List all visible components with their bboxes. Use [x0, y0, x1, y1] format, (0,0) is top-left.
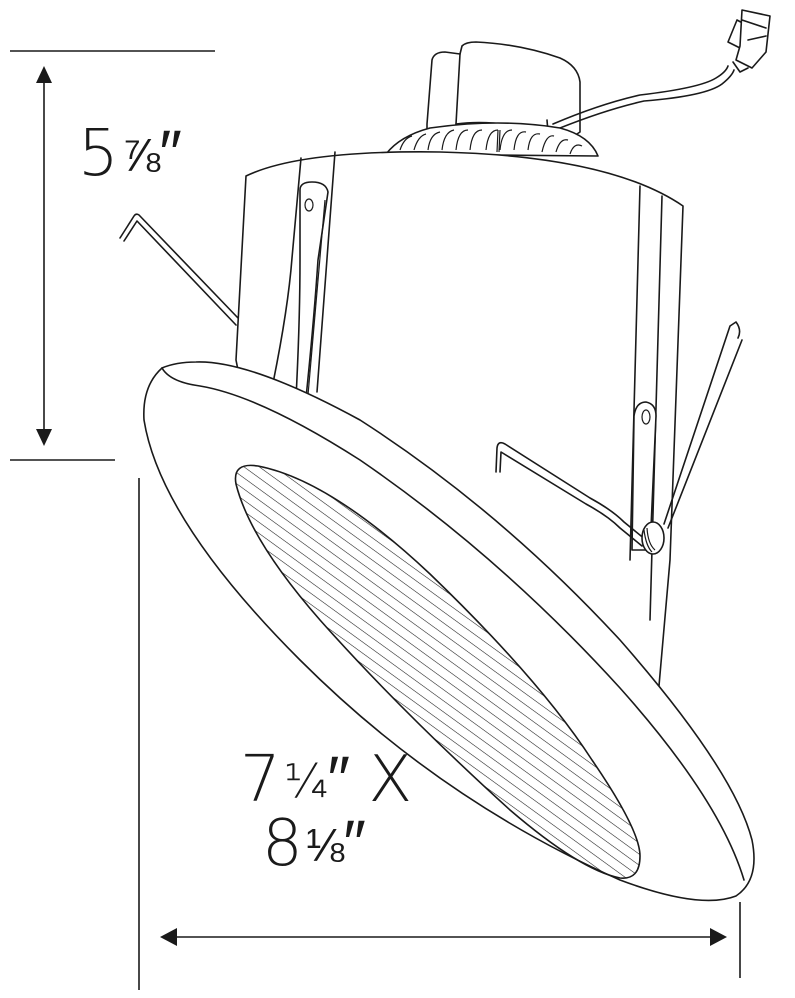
arrow-left-icon [160, 928, 177, 946]
right-mounting-clip [495, 321, 743, 555]
heat-sink-ring [385, 122, 599, 157]
width-unit-2: ″ [343, 807, 366, 881]
arrow-up-icon [36, 66, 52, 83]
height-dimension [10, 50, 215, 461]
width-separator: X [349, 743, 412, 817]
width-unit-1: ″ [327, 743, 350, 817]
housing-can [235, 151, 684, 721]
height-whole: 5 [78, 117, 119, 191]
left-mounting-clip [119, 213, 239, 326]
width-fraction-2: ⅛ [305, 818, 344, 872]
width-dimension [138, 478, 741, 990]
height-unit: ″ [159, 117, 182, 191]
width-fraction-1: ¼ [283, 754, 329, 808]
height-dimension-label: 5 ⅞″ [78, 122, 182, 186]
arrow-down-icon [36, 429, 52, 446]
connector-plug [727, 9, 771, 73]
arrow-right-icon [710, 928, 727, 946]
width-whole-1: 7 [240, 743, 281, 817]
width-dimension-label-line1: 7 ¼″ X [240, 748, 412, 812]
width-dimension-label-line2: 8 ⅛″ [262, 812, 366, 876]
height-fraction: ⅞ [121, 128, 160, 182]
width-whole-2: 8 [262, 807, 303, 881]
